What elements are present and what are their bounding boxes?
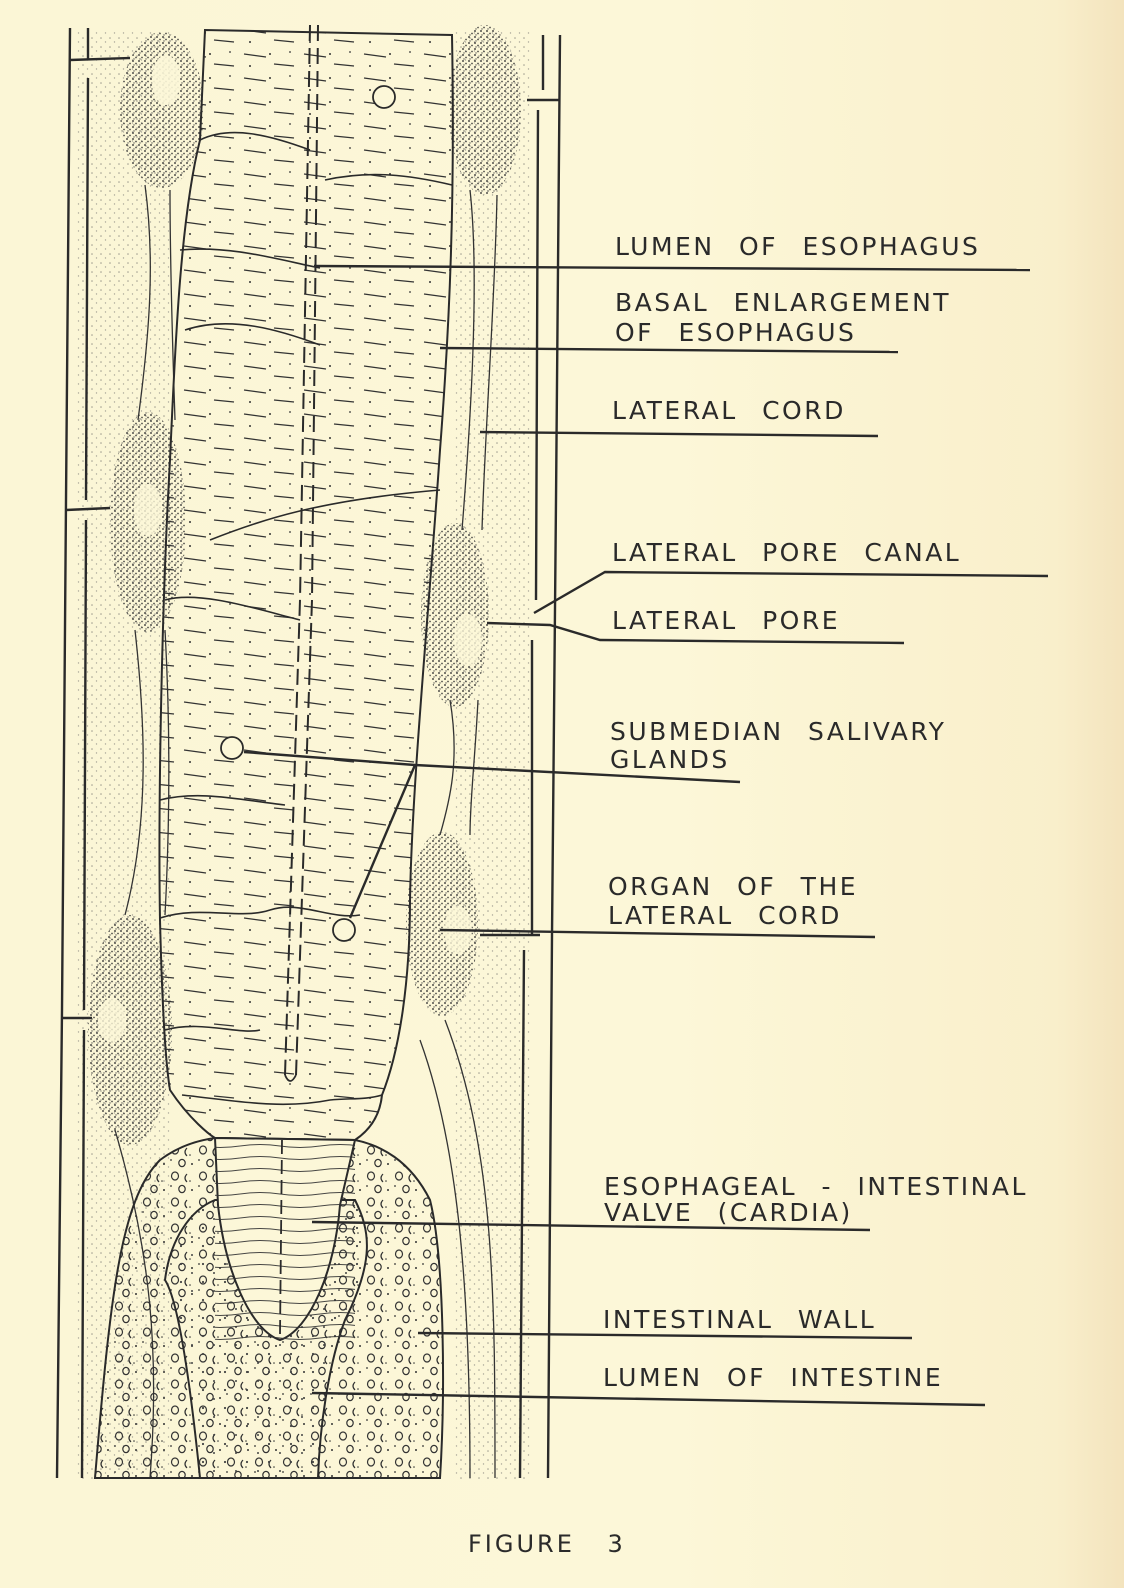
- label-lateral-pore: LATERAL PORE: [612, 606, 840, 635]
- label-submedian-glands-line-2: GLANDS: [610, 745, 730, 774]
- label-lateral-pore-canal: LATERAL PORE CANAL: [612, 538, 962, 567]
- leader-basal-enlargement: [439, 346, 899, 354]
- label-basal-enlargement-line-1: BASAL ENLARGEMENT: [615, 288, 952, 317]
- label-cardia-line-2: VALVE (CARDIA): [604, 1198, 853, 1227]
- label-basal-enlargement-line-2: OF ESOPHAGUS: [615, 318, 857, 347]
- label-lumen-of-intestine: LUMEN OF INTESTINE: [603, 1363, 944, 1392]
- label-organ-lateral-cord-line-2: LATERAL CORD: [608, 901, 842, 930]
- figure-caption: FIGURE 3: [468, 1530, 626, 1558]
- esophageal-lumen: [284, 24, 319, 1076]
- leader-intestinal-wall: [417, 1331, 913, 1340]
- leader-cardia: [311, 1220, 871, 1232]
- body-cavity-right: [455, 30, 530, 1480]
- gland-top: [372, 85, 396, 109]
- leader-lumen-of-intestine: [311, 1391, 986, 1407]
- cord-organ-top-right: [449, 25, 521, 195]
- leader-lateral-pore-canal: [533, 570, 1049, 615]
- cord-organ-lower-right: [406, 832, 478, 1016]
- leader-lines: [243, 264, 1049, 1407]
- leader-submedian-glands-branch: [348, 764, 417, 919]
- label-organ-lateral-cord-line-1: ORGAN OF THE: [608, 872, 859, 901]
- leader-lateral-cord: [479, 430, 879, 438]
- cord-organ-lower-left: [88, 915, 172, 1145]
- salivary-gland-upper: [220, 736, 244, 760]
- cord-organ-top-left: [120, 32, 204, 188]
- leader-organ-lateral-cord: [439, 928, 876, 939]
- lateral-cord-organs: [88, 25, 521, 1145]
- leader-lateral-pore: [486, 621, 905, 645]
- label-lumen-of-esophagus: LUMEN OF ESOPHAGUS: [615, 232, 981, 261]
- leader-lumen-of-esophagus: [313, 264, 1031, 272]
- salivary-gland-lower: [332, 918, 356, 942]
- label-lateral-cord: LATERAL CORD: [612, 396, 846, 425]
- label-cardia-line-1: ESOPHAGEAL - INTESTINAL: [604, 1172, 1028, 1201]
- label-submedian-glands-line-1: SUBMEDIAN SALIVARY: [610, 717, 947, 746]
- label-intestinal-wall: INTESTINAL WALL: [603, 1305, 877, 1334]
